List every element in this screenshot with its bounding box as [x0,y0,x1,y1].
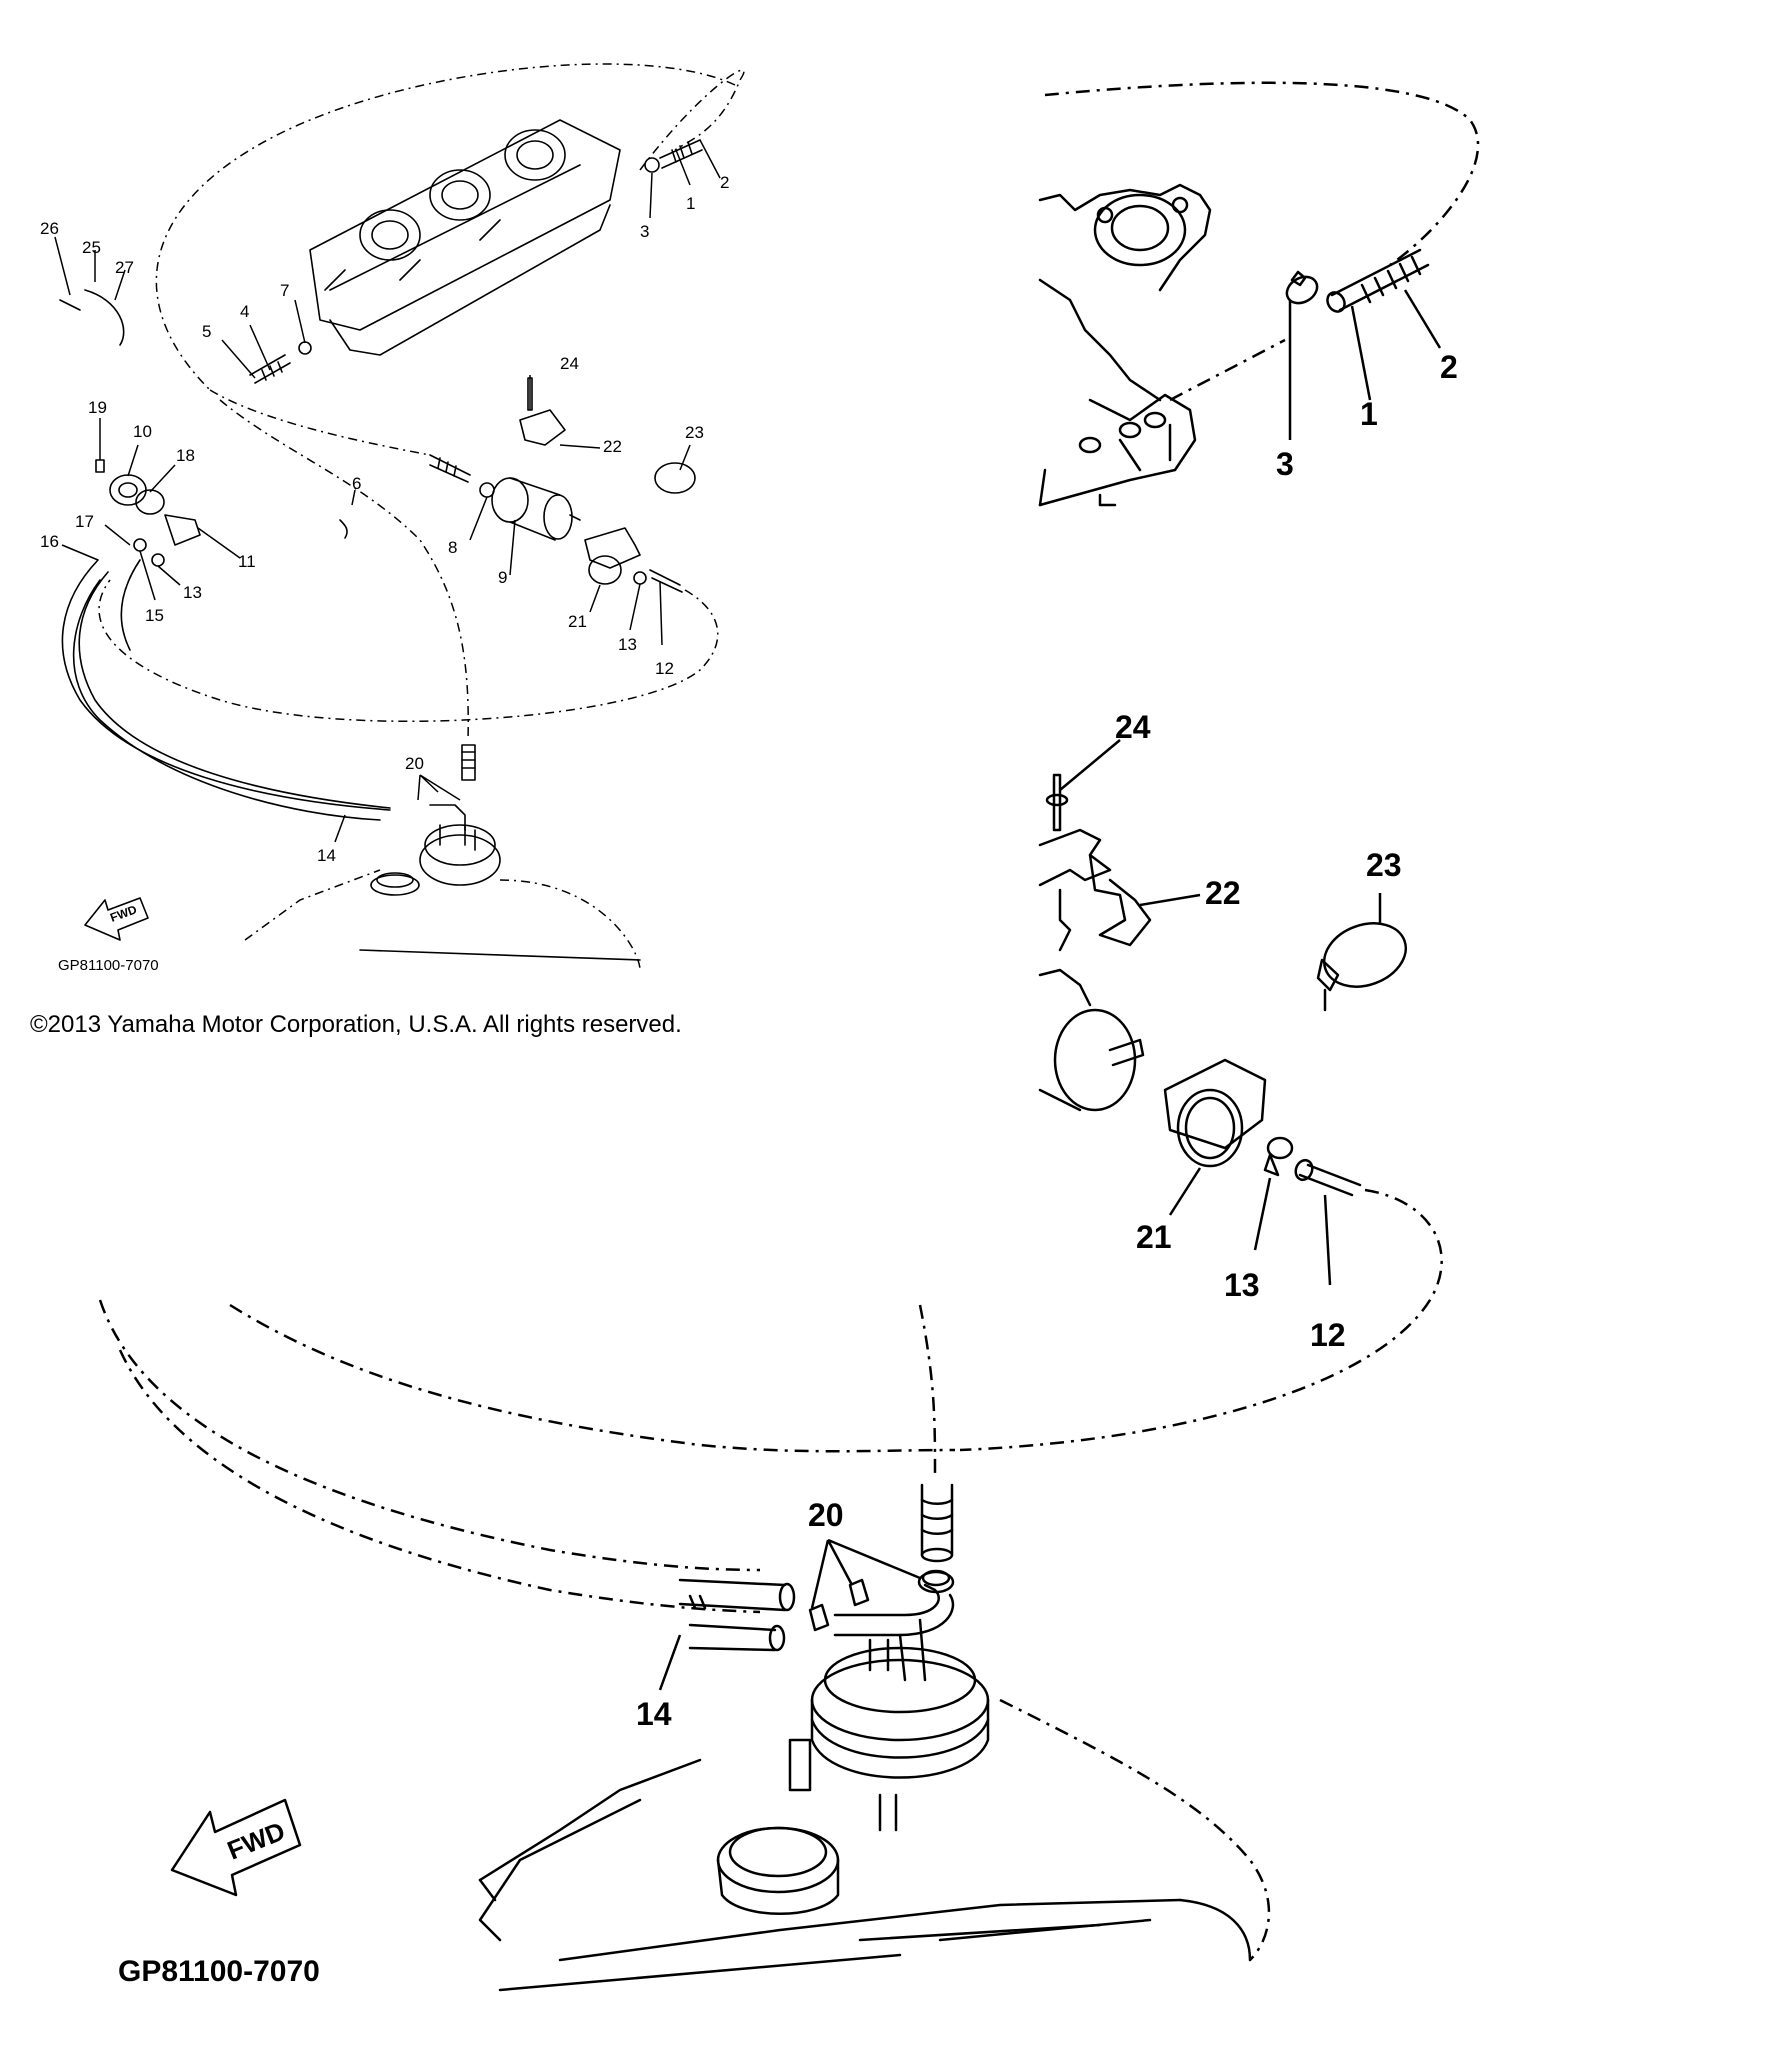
hose-clamp-23-icon [1316,922,1408,1012]
detail-callout-23: 23 [1366,847,1402,883]
callout-1: 1 [686,194,695,213]
callout-18: 18 [176,446,195,465]
detail-fuel-tank-sender: 20 14 FWD GP81100-7070 [98,1299,1271,1992]
detail-callout-12: 12 [1310,1317,1346,1353]
diagram-code-big: GP81100-7070 [118,1955,320,1988]
callout-17: 17 [75,512,94,531]
callout-11: 11 [238,552,256,571]
detail-callout-3: 3 [1276,446,1294,482]
callout-26: 26 [40,219,59,238]
callout-20: 20 [405,754,424,773]
fuel-sender-small [244,744,641,971]
callout-15: 15 [145,606,164,625]
detail-callout-24: 24 [1115,709,1151,745]
detail-callout-14: 14 [636,1696,672,1732]
hose-clamp-3-icon [1285,270,1319,305]
diagram-code-small: GP81100-7070 [58,957,159,974]
fwd-arrow-small-icon: FWD [84,897,149,941]
callout-16: 16 [40,532,59,551]
callout-9: 9 [498,568,507,587]
callout-3: 3 [640,222,649,241]
fuel-filter [491,477,581,541]
detail-callout-20: 20 [808,1497,844,1533]
detail-callout-1: 1 [1360,396,1378,432]
callout-2: 2 [720,173,729,192]
callout-7: 7 [280,281,289,300]
copyright-notice: ©2013 Yamaha Motor Corporation, U.S.A. A… [30,1011,682,1038]
callout-13-right: 13 [618,635,637,654]
overview-diagram: FWD GP81100-7070 [40,63,745,974]
callout-4: 4 [240,302,249,321]
callout-19: 19 [88,398,107,417]
detail-carburetor-inlet: 1 2 3 [1038,81,1480,507]
callout-23: 23 [685,423,704,442]
fwd-arrow-big-icon: FWD [170,1798,302,1897]
callout-24: 24 [560,354,579,373]
callout-5: 5 [202,322,211,341]
callout-10: 10 [133,422,152,441]
callout-13-left: 13 [183,583,202,602]
callout-22: 22 [603,437,622,456]
detail-callout-21: 21 [1136,1219,1172,1255]
carburetor-assembly [309,119,621,356]
callout-27: 27 [115,258,134,277]
svg-text:FWD: FWD [108,902,139,925]
callout-14: 14 [317,846,336,865]
detail-callout-2: 2 [1440,349,1458,385]
detail-callout-13: 13 [1224,1267,1260,1303]
callout-25: 25 [82,238,101,257]
detail-callout-22: 22 [1205,875,1241,911]
callout-21: 21 [568,612,587,631]
callout-6: 6 [352,474,361,493]
callout-12: 12 [655,659,674,678]
callout-8: 8 [448,538,457,557]
detail-filter-bracket: 24 22 23 21 13 12 [959,709,1443,1452]
